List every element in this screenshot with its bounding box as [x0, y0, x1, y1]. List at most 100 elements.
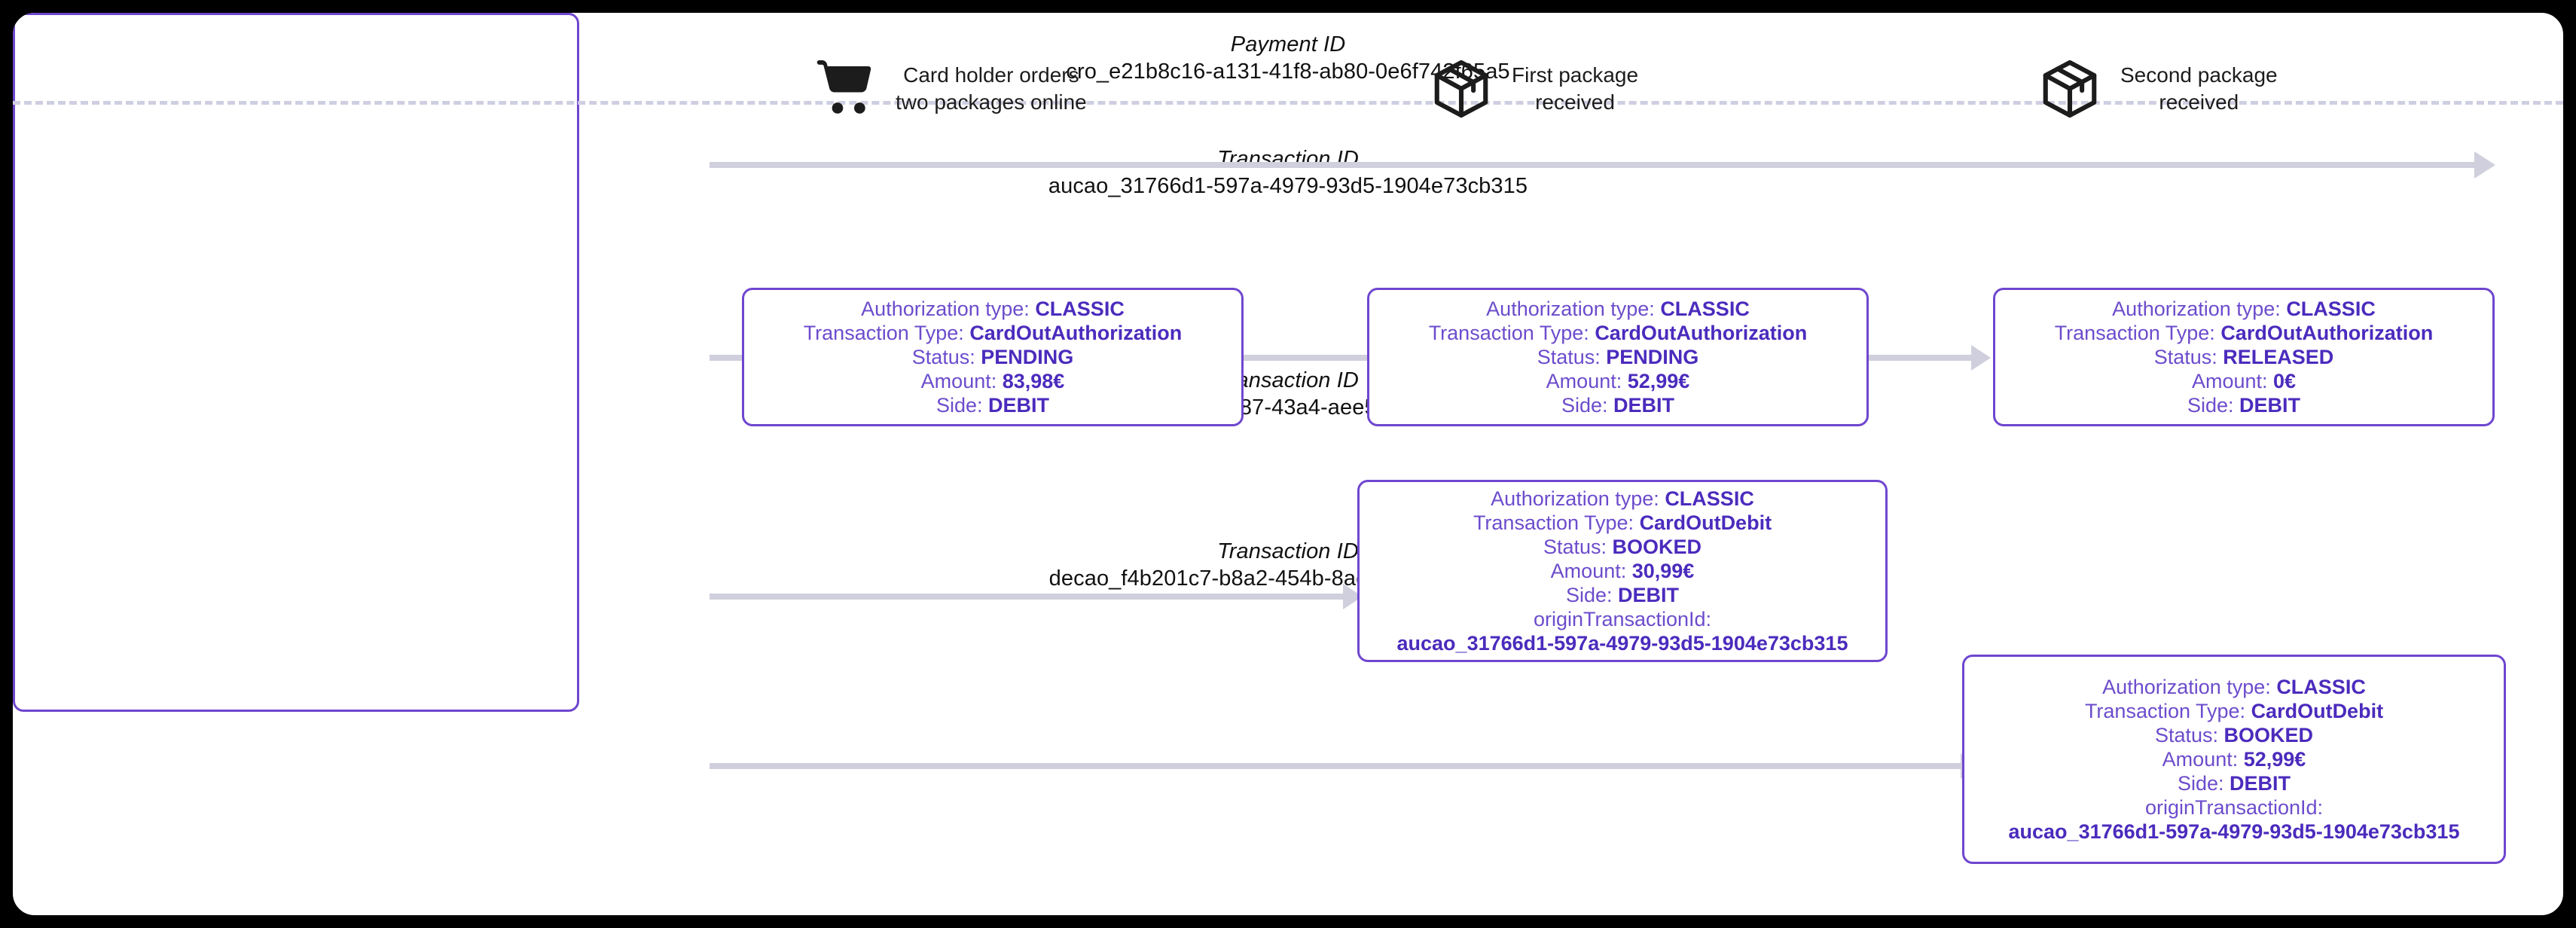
payment-panel: Payment ID cro_e21b8c16-a131-41f8-ab80-0…: [13, 13, 2563, 712]
origin-transaction-value: aucao_31766d1-597a-4979-93d5-1904e73cb31…: [1396, 632, 1848, 655]
tx-type-label: Transaction Type:: [2084, 700, 2251, 722]
tx-type-label: Transaction Type:: [1428, 322, 1595, 344]
side-row: Side: DEBIT: [1383, 393, 1853, 417]
tx-type-value: CardOutDebit: [1639, 511, 1772, 534]
side-row: Side: DEBIT: [1373, 583, 1872, 607]
amount-row: Amount: 52,99€: [1383, 369, 1853, 393]
amount-value: 83,98€: [1002, 370, 1065, 392]
transaction-id-label: Transaction ID: [1217, 539, 1359, 563]
transaction-id-value: decao_f4b201c7-b8a2-454b-8ac7-49937e7df0…: [1048, 566, 1528, 591]
auth-type-label: Authorization type:: [2112, 298, 2287, 320]
auth-type-row: Authorization type: CLASSIC: [1373, 487, 1872, 511]
transaction-id-value: aucao_31766d1-597a-4979-93d5-1904e73cb31…: [1048, 174, 1528, 198]
origin-transaction-label: originTransactionId:: [1533, 608, 1712, 630]
side-value: DEBIT: [1618, 584, 1680, 606]
amount-row: Amount: 30,99€: [1373, 559, 1872, 583]
side-label: Side:: [1565, 584, 1619, 606]
amount-label: Amount:: [920, 370, 1003, 392]
timeline-node-2: First package received: [1429, 56, 1638, 121]
auth-type-row: Authorization type: CLASSIC: [758, 297, 1228, 321]
status-value: RELEASED: [2223, 346, 2334, 368]
auth-type-row: Authorization type: CLASSIC: [1978, 675, 2490, 699]
auth-type-value: CLASSIC: [2276, 676, 2366, 698]
package-box-icon: [1429, 56, 1494, 121]
auth-type-value: CLASSIC: [1035, 298, 1125, 320]
tx-type-row: Transaction Type: CardOutAuthorization: [2009, 321, 2479, 345]
tx-type-value: CardOutAuthorization: [1595, 322, 1808, 344]
panel-divider: [13, 101, 2563, 105]
origin-transaction-label: originTransactionId:: [2144, 796, 2324, 819]
transaction-card-auth-3[interactable]: Authorization type: CLASSIC Transaction …: [1993, 288, 2495, 426]
transaction-card-debit-1[interactable]: Authorization type: CLASSIC Transaction …: [1357, 480, 1888, 662]
transaction-card-auth-2[interactable]: Authorization type: CLASSIC Transaction …: [1367, 288, 1869, 426]
status-label: Status:: [2154, 724, 2224, 746]
auth-type-label: Authorization type:: [2102, 676, 2277, 698]
tx-type-label: Transaction Type:: [1473, 511, 1640, 534]
timeline-axis: [710, 162, 2491, 168]
amount-value: 30,99€: [1631, 560, 1695, 582]
side-value: DEBIT: [2230, 772, 2291, 795]
connector-arrowhead-icon: [1971, 345, 1991, 371]
tx-type-label: Transaction Type:: [2054, 322, 2221, 344]
status-row: Status: BOOKED: [1978, 723, 2490, 747]
auth-type-label: Authorization type:: [861, 298, 1036, 320]
transaction-card-auth-1[interactable]: Authorization type: CLASSIC Transaction …: [742, 288, 1244, 426]
timeline-node-3: Second package received: [2037, 56, 2278, 121]
status-row: Status: PENDING: [758, 345, 1228, 369]
transaction-id-block-3: Transaction ID decao_f4b201c7-b8a2-454b-…: [13, 538, 2563, 592]
status-label: Status:: [2153, 346, 2223, 368]
side-row: Side: DEBIT: [758, 393, 1228, 417]
auth-type-label: Authorization type:: [1491, 487, 1665, 510]
side-label: Side:: [1561, 394, 1614, 417]
amount-row: Amount: 52,99€: [1978, 747, 2490, 771]
side-value: DEBIT: [1613, 394, 1675, 417]
amount-row: Amount: 0€: [2009, 369, 2479, 393]
connector-panel-to-debit1: [710, 594, 1346, 600]
timeline-node-label: First package received: [1512, 63, 1639, 114]
status-value: PENDING: [981, 346, 1074, 368]
timeline-arrowhead-icon: [2474, 151, 2495, 179]
transaction-id-label: Transaction ID: [1217, 147, 1359, 171]
connector-auth2-to-auth3: [1869, 355, 1974, 361]
diagram-canvas: Payment ID cro_e21b8c16-a131-41f8-ab80-0…: [13, 13, 2563, 915]
transaction-id-block-1: Transaction ID aucao_31766d1-597a-4979-9…: [13, 145, 2563, 200]
amount-value: 0€: [2273, 370, 2297, 392]
status-row: Status: RELEASED: [2009, 345, 2479, 369]
auth-type-label: Authorization type:: [1486, 298, 1661, 320]
tx-type-value: CardOutDebit: [2251, 700, 2384, 722]
side-label: Side:: [935, 394, 989, 417]
side-label: Side:: [2177, 772, 2230, 795]
tx-type-row: Transaction Type: CardOutAuthorization: [758, 321, 1228, 345]
tx-type-row: Transaction Type: CardOutDebit: [1978, 699, 2490, 723]
amount-label: Amount:: [2162, 748, 2244, 771]
auth-type-row: Authorization type: CLASSIC: [2009, 297, 2479, 321]
tx-type-label: Transaction Type:: [803, 322, 970, 344]
amount-label: Amount:: [2191, 370, 2273, 392]
timeline-node-1: Card holder orders two packages online: [813, 56, 1087, 121]
status-label: Status:: [1543, 536, 1613, 558]
tx-type-row: Transaction Type: CardOutAuthorization: [1383, 321, 1853, 345]
amount-value: 52,99€: [2243, 748, 2306, 771]
status-value: BOOKED: [2223, 724, 2314, 746]
status-value: BOOKED: [1612, 536, 1702, 558]
status-label: Status:: [1537, 346, 1607, 368]
status-value: PENDING: [1606, 346, 1699, 368]
amount-label: Amount:: [1550, 560, 1632, 582]
side-value: DEBIT: [2239, 394, 2301, 417]
status-row: Status: BOOKED: [1373, 535, 1872, 559]
origin-transaction-value: aucao_31766d1-597a-4979-93d5-1904e73cb31…: [2008, 820, 2460, 843]
connector-auth1-to-auth2: [1244, 355, 1368, 361]
timeline-node-label: Second package received: [2120, 63, 2278, 114]
amount-label: Amount:: [1546, 370, 1628, 392]
tx-type-value: CardOutAuthorization: [2220, 322, 2434, 344]
amount-value: 52,99€: [1627, 370, 1690, 392]
auth-type-value: CLASSIC: [2286, 298, 2376, 320]
auth-type-value: CLASSIC: [1660, 298, 1750, 320]
side-label: Side:: [2187, 394, 2240, 417]
connector-panel-to-debit2: [710, 763, 1964, 769]
transaction-card-debit-2[interactable]: Authorization type: CLASSIC Transaction …: [1962, 655, 2506, 864]
timeline-node-label: Card holder orders two packages online: [896, 63, 1087, 114]
auth-type-value: CLASSIC: [1665, 487, 1754, 510]
payment-id-label: Payment ID: [1230, 32, 1346, 56]
